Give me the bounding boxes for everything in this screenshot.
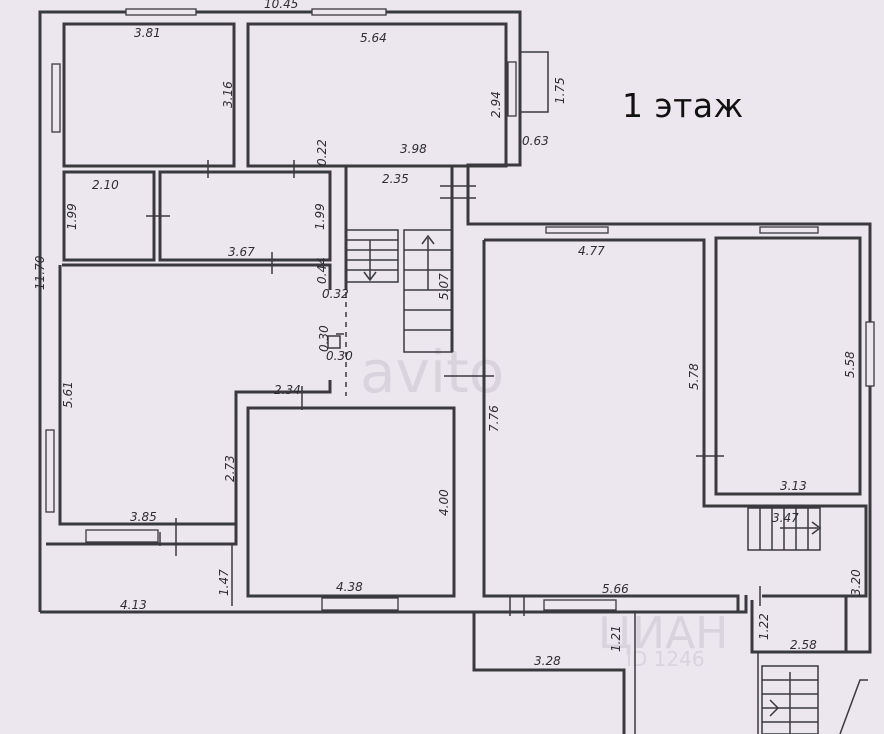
dimension-label: 3.67 <box>228 245 255 259</box>
dimension-label: 2.94 <box>489 91 503 118</box>
dimension-label: 1.47 <box>217 569 231 596</box>
dimension-label: 3.98 <box>400 142 427 156</box>
dimension-label: 5.78 <box>687 363 701 390</box>
dimension-label: 5.64 <box>360 31 387 45</box>
window <box>759 226 819 234</box>
dimension-label: 1.21 <box>609 625 623 652</box>
doors <box>146 160 761 616</box>
windows <box>45 8 875 611</box>
dimension-label: 0.32 <box>322 287 349 301</box>
dimension-label: 11.70 <box>33 255 47 290</box>
dimension-label: 3.28 <box>534 654 561 668</box>
dimension-label: 1.99 <box>313 203 327 230</box>
watermark-id: ID 1246 <box>626 647 705 671</box>
dimension-label: 4.13 <box>120 598 147 612</box>
dimension-label: 4.00 <box>437 489 451 516</box>
window <box>85 529 159 543</box>
room-right <box>714 236 862 496</box>
dimension-label: 0.44 <box>315 257 329 284</box>
dimension-label: 2.10 <box>92 178 119 192</box>
window <box>543 599 617 611</box>
dimension-label: 2.58 <box>790 638 817 652</box>
window <box>311 8 387 16</box>
dimension-label: 4.77 <box>578 244 605 258</box>
room-top-left <box>62 22 236 168</box>
dimension-label: 0.30 <box>326 349 353 363</box>
dimension-label: 3.20 <box>849 569 863 596</box>
dimension-label: 10.45 <box>264 0 298 11</box>
dimension-label: 5.66 <box>602 582 629 596</box>
window <box>321 597 399 611</box>
dimension-label: 5.07 <box>437 273 451 300</box>
dimension-label: 0.22 <box>315 139 329 166</box>
dimension-label: 5.61 <box>61 381 75 408</box>
dimension-label: 4.38 <box>336 580 363 594</box>
dimension-label: 3.16 <box>221 81 235 108</box>
dimension-label: 1.22 <box>757 613 771 640</box>
window <box>51 63 61 133</box>
room-center-bottom <box>246 406 456 598</box>
dimension-label: 7.76 <box>487 405 501 432</box>
dimension-label: 3.85 <box>130 510 157 524</box>
window <box>45 429 55 513</box>
dimension-label: 2.34 <box>274 383 301 397</box>
window <box>507 61 517 117</box>
avito-watermark: avito <box>360 338 504 406</box>
dimension-label: 3.47 <box>772 511 799 525</box>
stairs <box>345 229 868 734</box>
dimension-label: 1.75 <box>553 77 567 104</box>
outer-walls <box>38 10 872 734</box>
room-top-center <box>246 22 508 168</box>
dimension-label: 3.81 <box>134 26 161 40</box>
dimension-label: 5.58 <box>843 351 857 378</box>
dimension-label: 2.73 <box>223 455 237 482</box>
window <box>865 321 875 387</box>
dimension-label: 2.35 <box>382 172 409 186</box>
floor-title: 1 этаж <box>622 86 744 125</box>
dimension-labels: 10.45 3.81 5.64 3.16 2.94 1.75 0.63 3.98… <box>33 0 863 668</box>
watermark-brand: ЦИАН <box>598 608 728 659</box>
dimension-label: 3.13 <box>780 479 807 493</box>
window <box>545 226 609 234</box>
dimension-label: 0.63 <box>522 134 549 148</box>
dimension-label: 1.99 <box>65 203 79 230</box>
dimension-label: 0.30 <box>317 325 331 352</box>
window <box>125 8 197 16</box>
